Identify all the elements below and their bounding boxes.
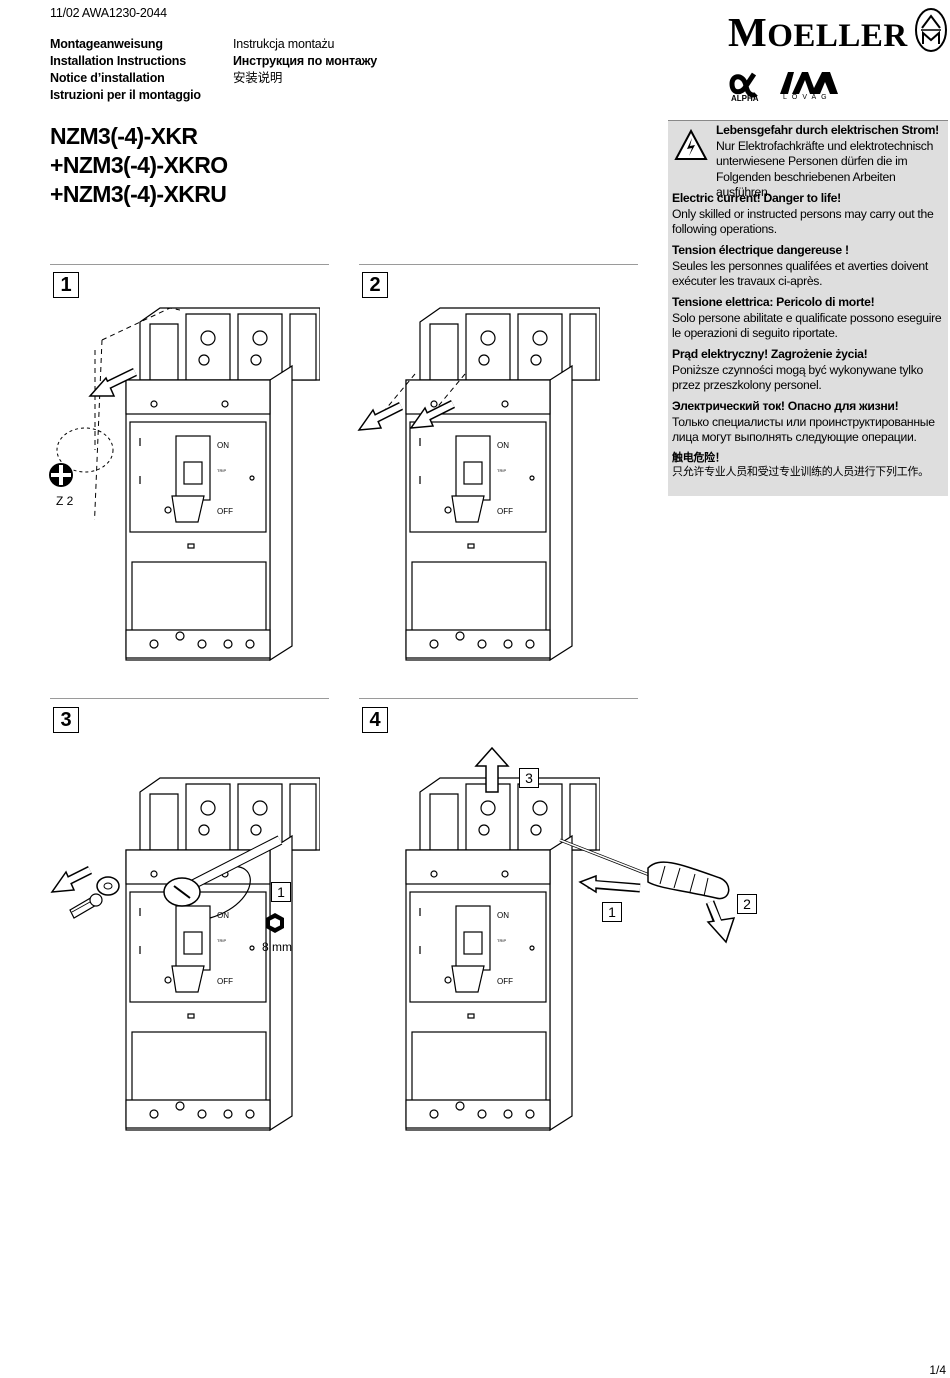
safety-warning-box: Lebensgefahr durch elektrischen Strom!Nu… (668, 120, 948, 496)
circuit-breaker-drawing: ON TRIP OFF (125, 307, 321, 662)
language-list-left: Montageanweisung Installation Instructio… (50, 36, 201, 104)
on-label: ON (497, 441, 509, 450)
language-title-it: Istruzioni per il montaggio (50, 88, 201, 102)
step4-illustration: ON TRIP OFF (360, 770, 601, 1140)
on-label: ON (217, 911, 229, 920)
circuit-breaker-drawing: ON TRIP OFF (405, 777, 601, 1132)
step2-removal-arrows (357, 373, 466, 431)
product-title-line: +NZM3(-4)-XKRU (50, 181, 227, 207)
step-number-4: 4 (362, 707, 388, 733)
product-title-line: +NZM3(-4)-XKRO (50, 152, 228, 178)
alpha-logo-icon (729, 72, 758, 98)
language-title-ru: Инструкция по монтажу (233, 54, 378, 68)
warning-pl: Prąd elektryczny! Zagrożenie życia!Poniż… (672, 347, 923, 392)
hex-wrench-icon (266, 913, 284, 933)
circuit-breaker-drawing: ON TRIP OFF (405, 307, 601, 662)
product-title-line: NZM3(-4)-XKR (50, 123, 198, 149)
step3-substep-1: 1 (271, 882, 291, 902)
language-title-en: Installation Instructions (50, 54, 186, 68)
language-title-de: Montageanweisung (50, 37, 163, 51)
step-number-2: 2 (362, 272, 388, 298)
off-label: OFF (497, 977, 513, 986)
on-label: ON (497, 911, 509, 920)
pozidriv-bit-icon (49, 463, 73, 487)
step-number-3: 3 (53, 707, 79, 733)
step-divider (50, 264, 329, 265)
wrench-size-label: 8 mm (262, 940, 292, 954)
step3-screw-removal (50, 835, 283, 919)
step1-illustration: ON TRIP OFF (80, 300, 321, 662)
language-title-fr: Notice d’installation (50, 71, 165, 85)
warning-fr: Tension électrique dangereuse !Seules le… (672, 243, 928, 288)
lovag-logo-icon (780, 72, 838, 94)
document-code: 11/02 AWA1230-2044 (50, 6, 167, 20)
product-title: NZM3(-4)-XKR +NZM3(-4)-XKRO +NZM3(-4)-XK… (50, 122, 228, 209)
trip-label: TRIP (217, 468, 226, 473)
step4-substep-1: 1 (602, 902, 622, 922)
off-label: OFF (217, 507, 233, 516)
trip-label: TRIP (497, 938, 506, 943)
warning-zh: 触电危险！只允许专业人员和受过专业训练的人员进行下列工作。 (672, 452, 929, 478)
moeller-emblem-icon (915, 8, 947, 52)
screwdriver-icon (559, 838, 736, 944)
moeller-logo: MOELLER (728, 9, 908, 55)
lift-up-arrow-icon (474, 746, 510, 793)
step-divider (50, 698, 329, 699)
language-title-zh: 安装说明 (233, 71, 283, 85)
warning-ru: Электрический ток! Опасно для жизни!Толь… (672, 399, 935, 444)
off-label: OFF (497, 507, 513, 516)
trip-label: TRIP (217, 938, 226, 943)
step-divider (359, 264, 638, 265)
electric-hazard-icon (674, 129, 708, 160)
off-label: OFF (217, 977, 233, 986)
page-number: 1/4 (929, 1363, 946, 1377)
step4-substep-2: 2 (737, 894, 757, 914)
step1-removal-overlay (56, 307, 180, 520)
step1-tool-label: Z 2 (56, 494, 74, 508)
step2-illustration: ON TRIP OFF (360, 300, 601, 662)
lovag-logo-text: LOVAG (783, 94, 832, 101)
step3-illustration: ON TRIP OFF (80, 770, 321, 1140)
language-title-pl: Instrukcja montażu (233, 37, 335, 51)
alpha-logo-text: ALPHA (731, 94, 759, 103)
step-divider (359, 698, 638, 699)
on-label: ON (217, 441, 229, 450)
step-number-1: 1 (53, 272, 79, 298)
circuit-breaker-drawing: ON TRIP OFF (125, 777, 321, 1132)
trip-label: TRIP (497, 468, 506, 473)
step4-substep-3: 3 (519, 768, 539, 788)
warning-en: Electric current! Danger to life!Only sk… (672, 191, 934, 236)
warning-de: Lebensgefahr durch elektrischen Strom!Nu… (716, 123, 939, 199)
warning-it: Tensione elettrica: Pericolo di morte!So… (672, 295, 942, 340)
language-list-right: Instrukcja montażu Инструкция по монтажу… (233, 36, 377, 87)
